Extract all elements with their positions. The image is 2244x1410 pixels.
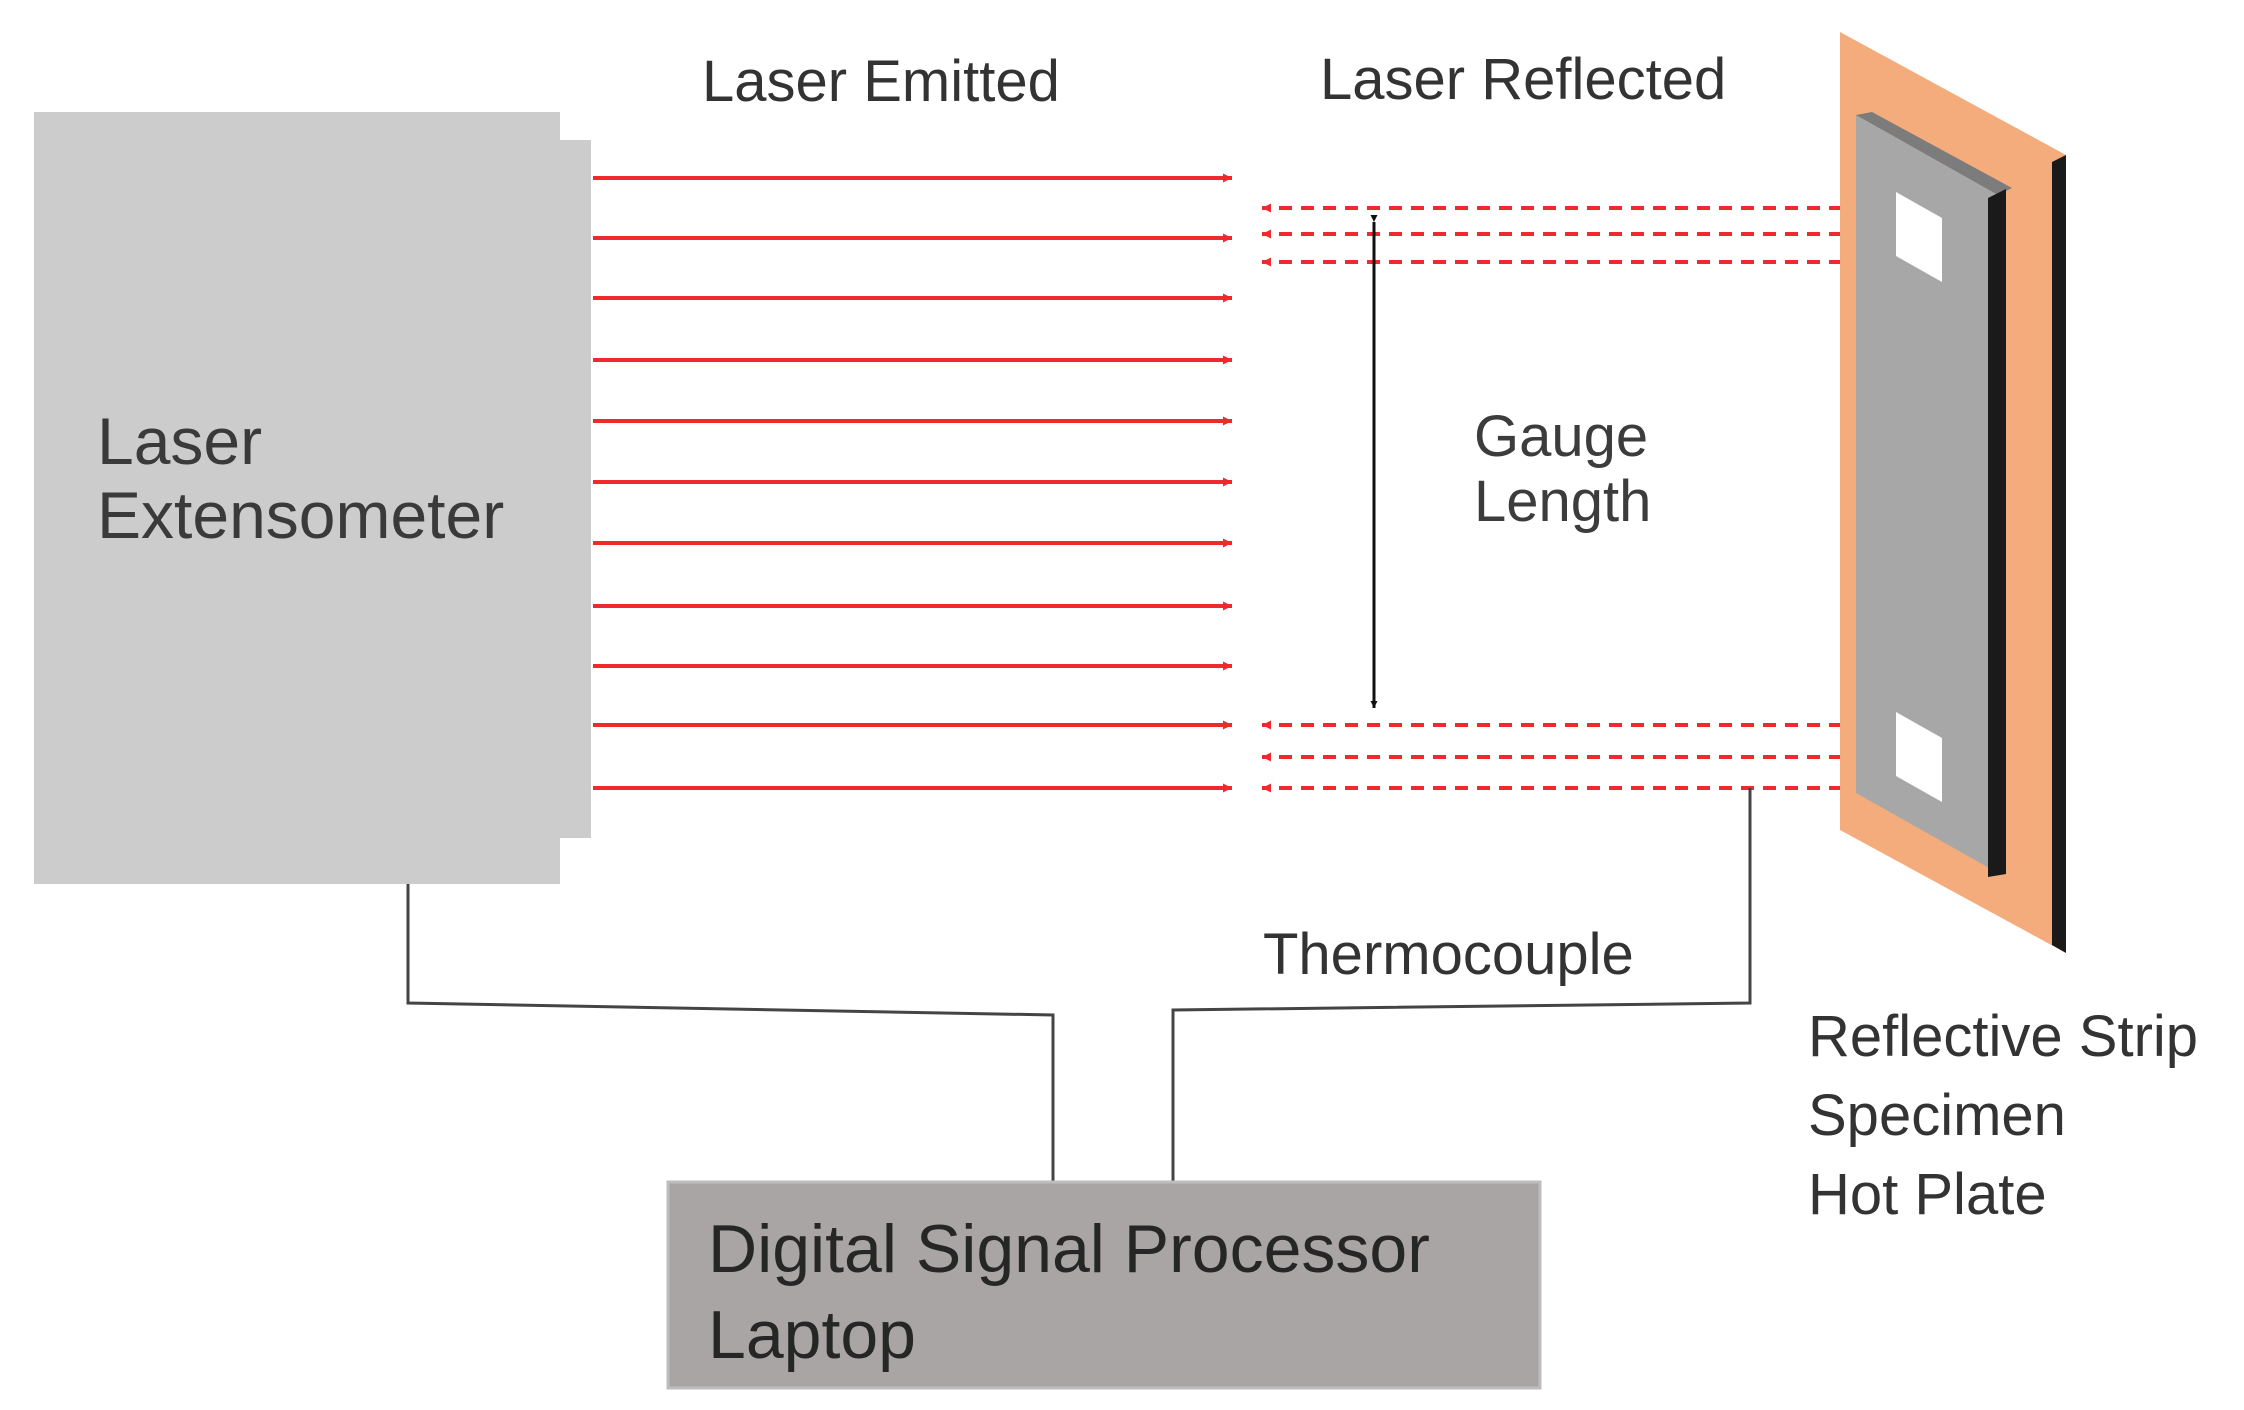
laser-extensometer-label: Laser Extensometer bbox=[97, 404, 505, 553]
laser-reflected-label: Laser Reflected bbox=[1320, 47, 1727, 112]
legend-hot-plate: Hot Plate bbox=[1808, 1161, 2047, 1227]
gauge-length-label-line-2: Length bbox=[1474, 468, 1652, 534]
extensometer-emitter-face bbox=[555, 140, 591, 838]
specimen-assembly bbox=[1840, 32, 2066, 953]
hot-plate-edge bbox=[2052, 155, 2066, 953]
extensometer-wire bbox=[406, 884, 1055, 1182]
specimen-side-edge bbox=[1988, 189, 2006, 877]
specimen-top-edge bbox=[1856, 112, 2012, 195]
processor-label-line-2: Laptop bbox=[708, 1297, 916, 1374]
wires bbox=[406, 788, 1752, 1182]
extensometer-body bbox=[34, 112, 560, 884]
laser-extensometer-label-line-2: Extensometer bbox=[97, 477, 505, 552]
reflective-strip-bottom bbox=[1896, 712, 1942, 802]
emitted-laser-beams bbox=[593, 173, 1232, 793]
legend-specimen: Specimen bbox=[1808, 1082, 2066, 1148]
gauge-length-label: Gauge Length bbox=[1474, 404, 1652, 535]
processor-box bbox=[666, 1180, 1542, 1390]
specimen-legend: Reflective Strip Specimen Hot Plate bbox=[1808, 998, 2198, 1235]
processor-label: Digital Signal Processor Laptop bbox=[708, 1206, 1430, 1379]
laser-extensometer bbox=[34, 112, 591, 884]
thermocouple-wire bbox=[1171, 788, 1752, 1182]
laser-emitted-label: Laser Emitted bbox=[702, 49, 1060, 114]
reflective-strip-top bbox=[1896, 192, 1942, 282]
specimen bbox=[1856, 115, 1998, 873]
gauge-length-label-line-1: Gauge bbox=[1474, 404, 1649, 469]
thermocouple-label: Thermocouple bbox=[1263, 922, 1634, 987]
reflected-laser-beams bbox=[1262, 203, 1908, 793]
laser-extensometer-label-line-1: Laser bbox=[97, 404, 263, 478]
legend-reflective-strip: Reflective Strip bbox=[1808, 1004, 2199, 1069]
processor-label-line-1: Digital Signal Processor bbox=[708, 1211, 1430, 1287]
